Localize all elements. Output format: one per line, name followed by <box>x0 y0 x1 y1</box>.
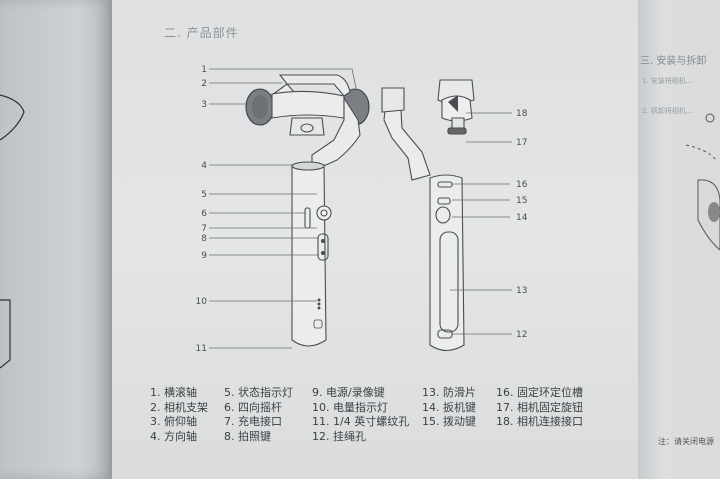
callout-8: 8 <box>201 234 207 244</box>
callout-15: 15 <box>516 196 527 206</box>
callout-lines-left <box>209 68 357 349</box>
callout-1: 1 <box>201 65 207 75</box>
legend-item: 6. 四向摇杆 <box>224 400 282 414</box>
gimbal-back-view <box>381 79 475 352</box>
callout-2: 2 <box>201 79 207 89</box>
callout-17: 17 <box>516 138 527 148</box>
callout-18: 18 <box>516 109 528 119</box>
right-page-note-2: 2. 拆卸将相机... <box>642 107 693 115</box>
callout-10: 10 <box>196 297 208 307</box>
right-page-drawing <box>685 113 720 251</box>
legend-item: 10. 电量指示灯 <box>312 400 388 414</box>
legend-item: 4. 方向轴 <box>150 429 197 443</box>
callout-4: 4 <box>201 161 207 171</box>
callout-7: 7 <box>201 224 207 234</box>
legend-item: 7. 充电接口 <box>224 415 282 428</box>
callout-12: 12 <box>516 330 527 340</box>
callout-3: 3 <box>201 100 207 110</box>
callout-13: 13 <box>516 286 527 296</box>
legend-item: 14. 扳机键 <box>422 400 476 414</box>
legend-item: 12. 挂绳孔 <box>312 429 366 443</box>
legend-item: 8. 拍照键 <box>224 429 271 443</box>
legend-item: 17. 相机固定旋钮 <box>496 400 583 414</box>
section-title: 二. 产品部件 <box>164 26 239 40</box>
legend-item: 1. 横滚轴 <box>150 386 197 399</box>
legend-item: 2. 相机支架 <box>150 400 208 414</box>
legend-col-3: 9. 电源/录像键 10. 电量指示灯 11. 1/4 英寸螺纹孔 12. 挂绳… <box>312 386 409 444</box>
legend-col-1: 1. 横滚轴 2. 相机支架 3. 俯仰轴 4. 方向轴 <box>150 386 208 444</box>
right-page-note-1: 1. 安装将相机... <box>642 77 693 85</box>
left-page <box>0 0 112 479</box>
callout-11: 11 <box>196 344 207 354</box>
callout-lines-right <box>450 112 512 335</box>
right-page: 三. 安装与拆卸 1. 安装将相机... 2. 拆卸将相机... <box>638 0 720 479</box>
legend-item: 5. 状态指示灯 <box>224 386 293 399</box>
legend-item: 3. 俯仰轴 <box>150 415 197 428</box>
legend-col-5: 16. 固定环定位槽 17. 相机固定旋钮 18. 相机连接接口 <box>496 386 583 430</box>
right-page-footnote: 注：请关闭电源 <box>658 437 714 446</box>
legend-item: 13. 防滑片 <box>422 386 476 399</box>
right-page-title: 三. 安装与拆卸 <box>640 56 707 67</box>
callout-14: 14 <box>516 213 528 223</box>
callout-9: 9 <box>201 251 207 261</box>
manual-page: 二. 产品部件 <box>112 0 638 479</box>
legend-col-2: 5. 状态指示灯 6. 四向摇杆 7. 充电接口 8. 拍照键 <box>224 386 293 444</box>
legend-item: 11. 1/4 英寸螺纹孔 <box>312 415 410 428</box>
left-page-drawing <box>0 94 25 369</box>
callout-6: 6 <box>201 209 207 219</box>
legend-item: 16. 固定环定位槽 <box>496 386 583 399</box>
legend-item: 15. 拨动键 <box>422 415 476 428</box>
callout-16: 16 <box>516 180 528 190</box>
gimbal-front-view <box>245 74 370 347</box>
callout-5: 5 <box>201 190 207 200</box>
legend-col-4: 13. 防滑片 14. 扳机键 15. 拨动键 <box>422 386 476 430</box>
gimbal-diagram: 1 2 3 4 5 6 7 8 9 10 11 18 17 16 15 14 1… <box>196 65 528 354</box>
legend-item: 9. 电源/录像键 <box>312 386 385 399</box>
legend-item: 18. 相机连接接口 <box>496 415 583 428</box>
